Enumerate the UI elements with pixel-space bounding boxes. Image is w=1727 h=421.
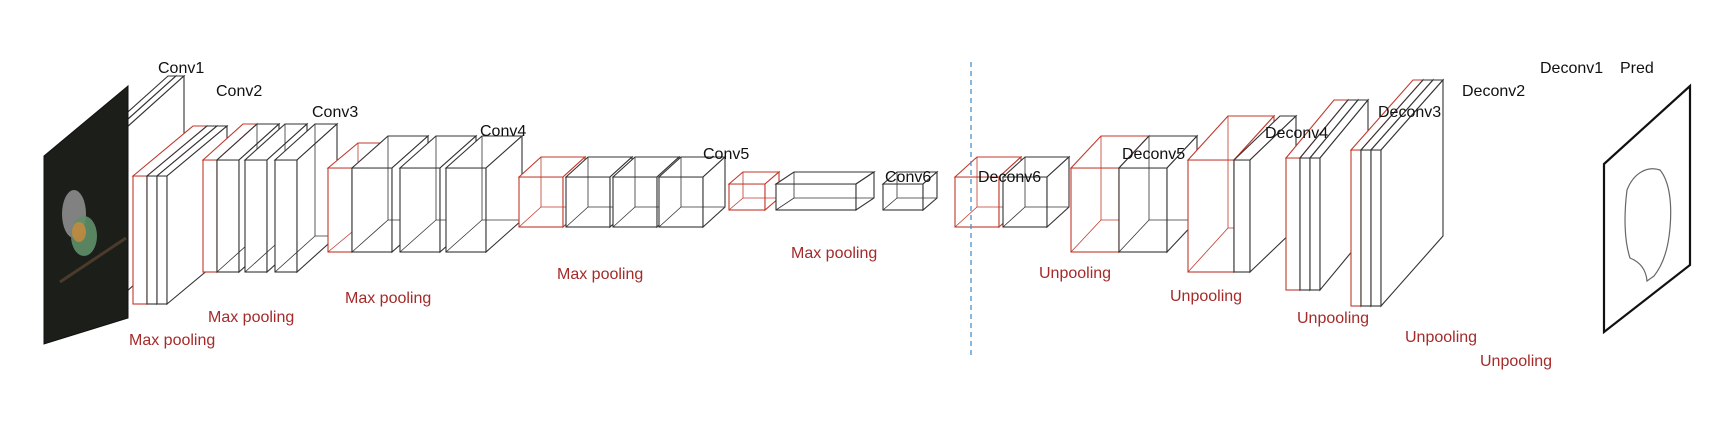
deconv6-label: Deconv6 [978, 169, 1041, 186]
deconv1-slab-2 [1369, 78, 1445, 308]
prediction-output [1602, 83, 1692, 335]
max-pooling-3-label: Max pooling [345, 290, 431, 307]
unpooling-2-label: Unpooling [1170, 288, 1242, 305]
conv4-block-3 [444, 134, 524, 254]
unpooling-5-label: Unpooling [1480, 353, 1552, 370]
unpooling-1-label: Unpooling [1039, 265, 1111, 282]
deconv1-label: Deconv1 [1540, 60, 1603, 77]
conv5-label: Conv5 [703, 146, 749, 163]
max-pooling-2-label: Max pooling [208, 309, 294, 326]
deconv4-block [1117, 134, 1199, 254]
deconv6-block [881, 170, 939, 212]
deconv3-label: Deconv3 [1378, 104, 1441, 121]
layer-blocks [88, 74, 1445, 312]
deconv5-label: Deconv5 [1122, 146, 1185, 163]
conv3-slab-3 [273, 122, 339, 274]
deconv3-slab [1232, 114, 1298, 274]
deconv5-block [1001, 155, 1071, 229]
unpooling-3-label: Unpooling [1297, 310, 1369, 327]
deconv2-label: Deconv2 [1462, 83, 1525, 100]
pool5-block [727, 170, 781, 212]
max-pooling-4-label: Max pooling [557, 266, 643, 283]
conv3-label: Conv3 [312, 104, 358, 121]
conv1-label: Conv1 [158, 60, 204, 77]
deconv4-label: Deconv4 [1265, 125, 1328, 142]
input-image [43, 84, 129, 345]
conv6-label: Conv6 [885, 169, 931, 186]
conv5-block-3 [657, 155, 727, 229]
conv6-block [774, 170, 876, 212]
conv4-label: Conv4 [480, 123, 526, 140]
max-pooling-1-label: Max pooling [129, 332, 215, 349]
max-pooling-5-label: Max pooling [791, 245, 877, 262]
conv2-label: Conv2 [216, 83, 262, 100]
unpooling-4-label: Unpooling [1405, 329, 1477, 346]
pred-label: Pred [1620, 60, 1654, 77]
